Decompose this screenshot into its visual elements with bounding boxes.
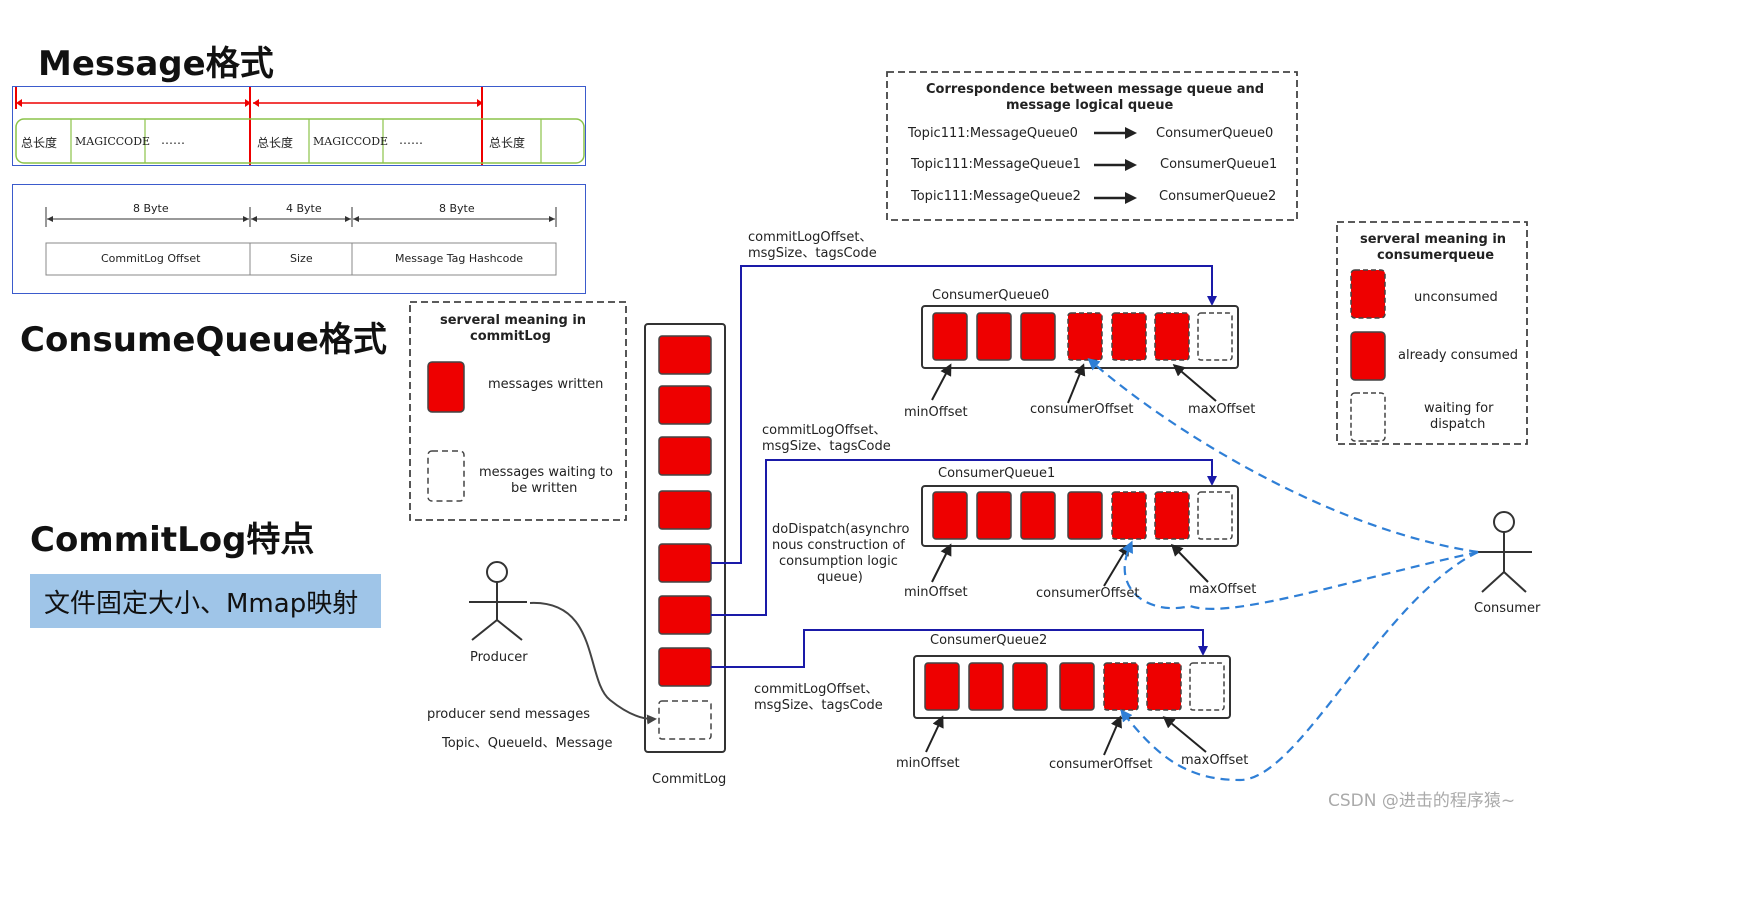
cell-magiccode-2: MAGICCODE [313,135,389,148]
message-format-title: Message格式 [38,44,274,84]
message-format-diagram [15,87,585,165]
consumequeue-format-box: 8 Byte 4 Byte 8 Byte CommitLog Offset Si… [12,184,586,294]
cell-magiccode-1: MAGICCODE [75,135,151,148]
commitlog-features-title: CommitLog特点 [30,520,315,560]
consumer-actor [1476,511,1532,593]
queue-0-max-offset: maxOffset [1188,402,1256,417]
queue-0-min-offset: minOffset [904,405,968,420]
field-name-1: CommitLog Offset [101,252,201,265]
producer-actor [469,561,527,641]
legend-waiting-dispatch-swatch [1350,392,1386,442]
legend-consumed-label: already consumed [1398,348,1518,363]
producer-send-label-1: producer send messages [427,707,590,722]
legend-dispatch-label-1: waiting for [1424,401,1494,416]
payload-label-1-line1: commitLogOffset、 [762,423,887,438]
producer-send-arrow [529,601,657,725]
cell-ellipsis-1: …… [161,133,185,147]
legend-unconsumed-label: unconsumed [1414,290,1498,305]
legend-consumed-swatch [1350,331,1386,381]
legend-written-swatch [427,361,465,413]
mapping-to-2: ConsumerQueue2 [1159,189,1277,204]
field-name-2: Size [290,252,313,265]
queue-2-min-offset: minOffset [896,756,960,771]
field-name-3: Message Tag Hashcode [395,252,524,265]
mapping-to-0: ConsumerQueue0 [1156,126,1274,141]
cell-total-length-1: 总长度 [21,136,58,150]
correspondence-box [886,71,1298,221]
producer-label: Producer [470,650,528,665]
correspondence-title-2: message logical queue [1006,98,1174,113]
legend-consumerqueue [1336,221,1528,445]
consumer-queue-0 [921,305,1239,404]
correspondence-title-1: Correspondence between message queue and [926,82,1265,97]
mapping-from-2: Topic111:MessageQueue2 [911,189,1081,204]
commitlog-feature-bar: 文件固定大小、Mmap映射 [30,574,381,628]
consumer-queue-2 [913,655,1231,756]
consumequeue-format-title: ConsumeQueue格式 [20,320,387,360]
producer-send-label-2: Topic、QueueId、Message [442,736,613,751]
legend-commitlog-title-2: commitLog [470,329,551,344]
message-format-box: 总长度 MAGICCODE …… 总长度 MAGICCODE …… 总长度 [12,86,586,166]
consumer-queue-1 [921,485,1239,587]
dispatch-label-1: doDispatch(asynchro [772,522,910,537]
field-size-2: 4 Byte [284,202,324,215]
consumer-label: Consumer [1474,601,1541,616]
payload-label-2-line2: msgSize、tagsCode [754,698,883,713]
queue-1-name: ConsumerQueue1 [938,466,1056,481]
commitlog-label: CommitLog [652,772,727,787]
legend-written-label: messages written [488,377,604,392]
legend-waiting-label-2: be written [511,481,578,496]
mapping-from-0: Topic111:MessageQueue0 [908,126,1078,141]
dispatch-connectors [711,265,1217,668]
legend-waiting-swatch [427,450,465,502]
dispatch-label-2: nous construction of [772,538,905,553]
cell-total-length-3: 总长度 [489,136,526,150]
dispatch-label-4: queue) [817,570,863,585]
payload-label-0-line1: commitLogOffset、 [748,230,873,245]
commitlog-column [644,323,726,753]
payload-label-1-line2: msgSize、tagsCode [762,439,891,454]
legend-commitlog [409,301,627,521]
legend-dispatch-label-2: dispatch [1430,417,1486,432]
consumequeue-format-diagram [45,207,557,276]
legend-waiting-label-1: messages waiting to [479,465,613,480]
queue-0-consumer-offset: consumerOffset [1030,402,1134,417]
field-size-1: 8 Byte [131,202,171,215]
queue-2-name: ConsumerQueue2 [930,633,1048,648]
mapping-from-1: Topic111:MessageQueue1 [911,157,1081,172]
legend-cq-title-2: consumerqueue [1377,248,1495,263]
cell-ellipsis-2: …… [399,133,423,147]
queue-2-consumer-offset: consumerOffset [1049,757,1153,772]
queue-0-name: ConsumerQueue0 [932,288,1050,303]
consumer-offset-links [1087,358,1479,782]
queue-1-min-offset: minOffset [904,585,968,600]
legend-cq-title-1: serveral meaning in [1360,232,1507,247]
cell-total-length-2: 总长度 [257,136,294,150]
watermark: CSDN @进击的程序猿~ [1328,791,1516,811]
field-size-3: 8 Byte [437,202,477,215]
payload-label-2-line1: commitLogOffset、 [754,682,879,697]
mapping-to-1: ConsumerQueue1 [1160,157,1278,172]
payload-label-0-line2: msgSize、tagsCode [748,246,877,261]
commitlog-feature-text: 文件固定大小、Mmap映射 [44,588,359,619]
queue-1-max-offset: maxOffset [1189,582,1257,597]
queue-2-max-offset: maxOffset [1181,753,1249,768]
legend-commitlog-title-1: serveral meaning in [440,313,587,328]
dispatch-label-3: consumption logic [779,554,898,569]
legend-unconsumed-swatch [1350,269,1386,319]
queue-1-consumer-offset: consumerOffset [1036,586,1140,601]
